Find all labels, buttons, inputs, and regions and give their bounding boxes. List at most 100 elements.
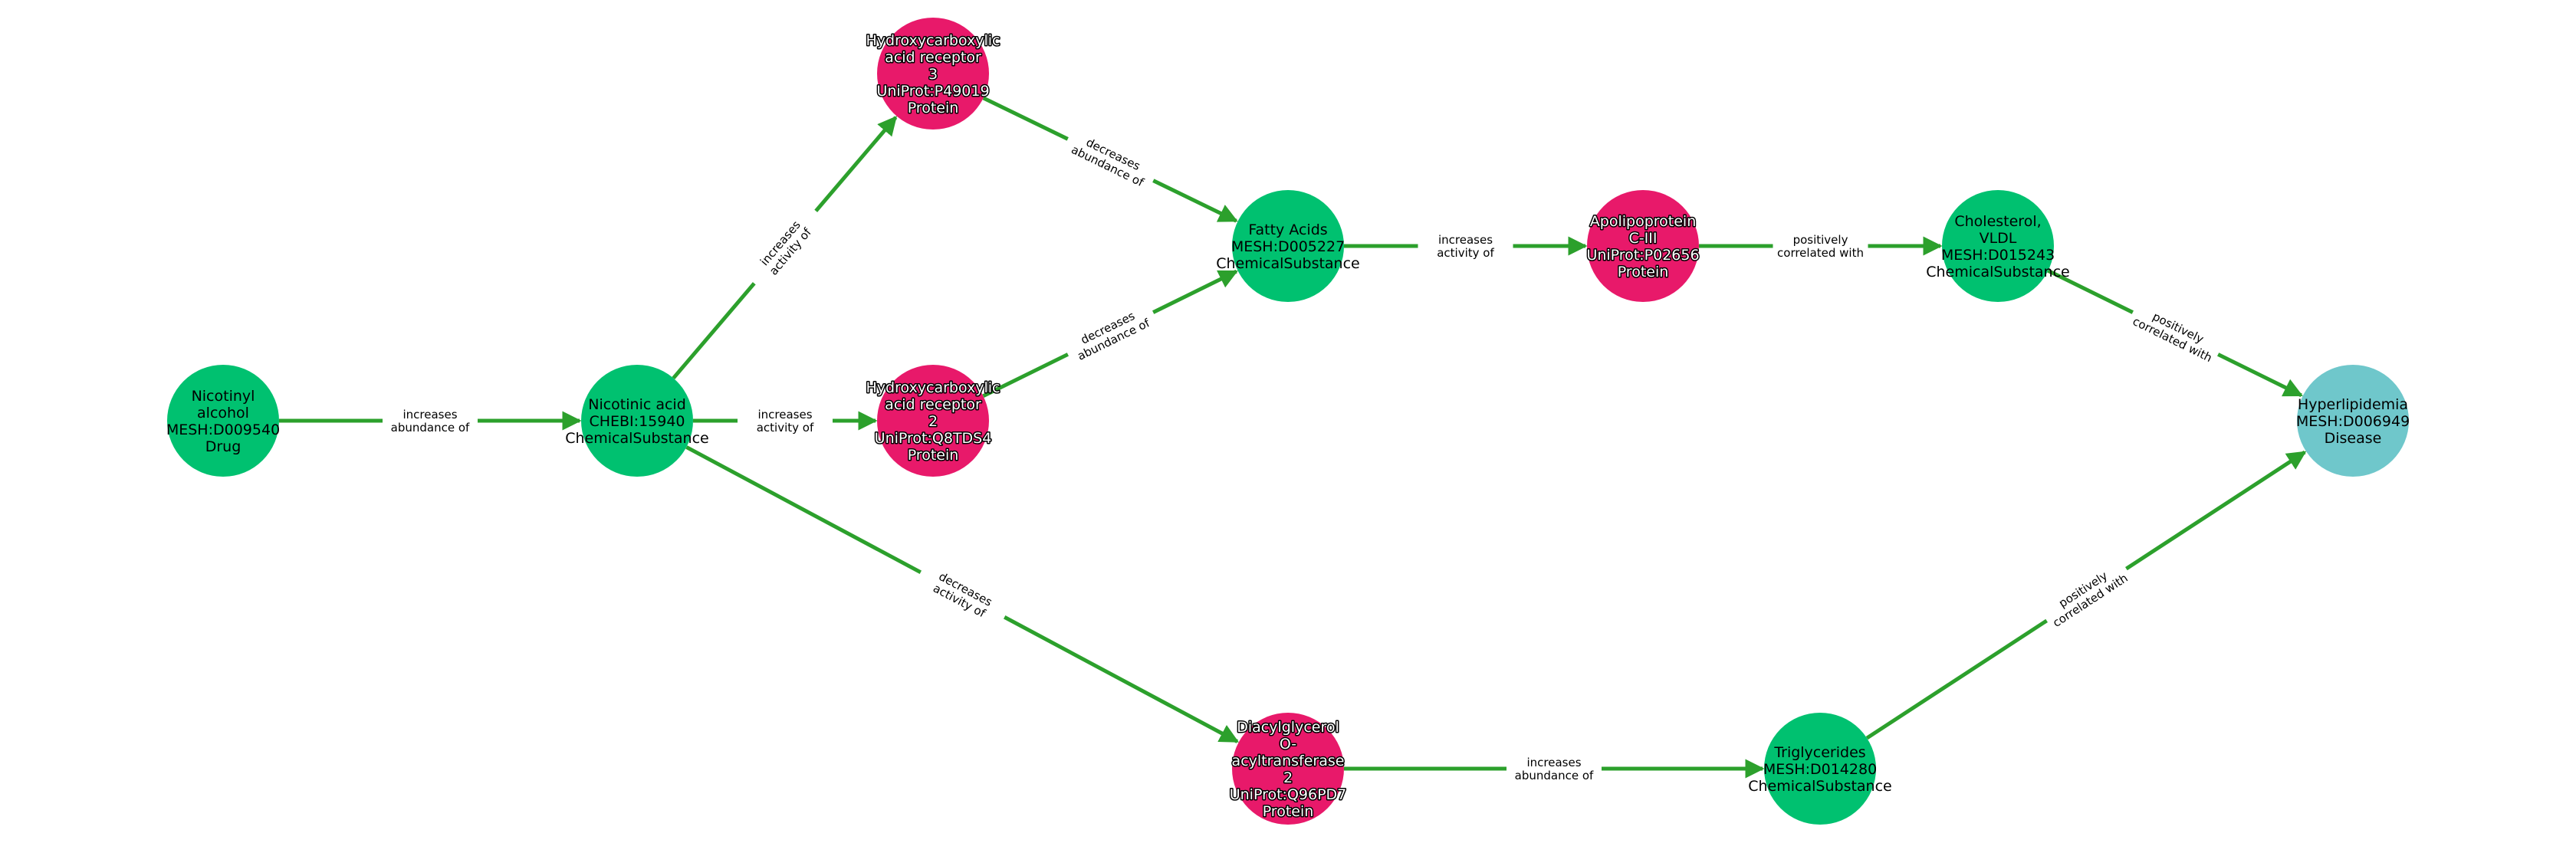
node-label-line: Protein	[1263, 803, 1314, 820]
node-circle	[2297, 365, 2409, 477]
node-circle	[1764, 713, 1876, 825]
node-label-line: UniProt:Q8TDS4	[875, 430, 992, 447]
node-label-line: 3	[928, 66, 938, 83]
edge-label-line: activity of	[757, 421, 814, 435]
node-circle	[877, 18, 989, 130]
node-circle	[167, 365, 279, 477]
node-label-line: O-	[1280, 736, 1296, 753]
node-label-line: acid receptor	[885, 49, 981, 66]
node-label-line: Drug	[205, 438, 242, 455]
node-circle	[581, 365, 693, 477]
node-label-line: UniProt:Q96PD7	[1230, 786, 1347, 803]
edge-label-background	[742, 201, 828, 294]
edge-label-background	[2038, 556, 2135, 634]
edge-label-line: activity of	[1437, 246, 1494, 260]
edge-label-background	[913, 559, 1012, 631]
edge-label-line: abundance of	[391, 421, 470, 435]
edge-label-background	[1418, 231, 1513, 261]
node-label-line: ChemicalSubstance	[1748, 778, 1892, 795]
node-nicotinic[interactable]: Nicotinic acidCHEBI:15940ChemicalSubstan…	[565, 365, 709, 477]
node-label-line: Nicotinic acid	[588, 396, 686, 413]
node-label-line: ChemicalSubstance	[1926, 264, 2070, 280]
node-label-line: Triglycerides	[1773, 744, 1865, 761]
node-label-line: Nicotinyl	[192, 388, 255, 405]
node-label-line: ChemicalSubstance	[1216, 255, 1360, 272]
edge-label-line: correlated with	[1777, 246, 1864, 260]
edge-label-background	[1060, 125, 1161, 195]
node-label-line: MESH:D006949	[2296, 413, 2410, 430]
edge-label-background	[383, 405, 478, 436]
edge-label-line: increases	[1526, 756, 1581, 769]
node-label-line: MESH:D009540	[166, 422, 280, 438]
node-label-line: VLDL	[1980, 230, 2017, 247]
node-circle	[1587, 190, 1699, 302]
node-label-line: Hyperlipidemia	[2298, 396, 2408, 413]
node-circle	[1942, 190, 2054, 302]
edge-label-line: increases	[757, 408, 812, 422]
node-label-line: acyltransferase	[1232, 753, 1345, 769]
node-label-line: Protein	[1618, 264, 1669, 280]
edge-label-background	[2126, 298, 2225, 369]
node-trig[interactable]: TriglyceridesMESH:D014280ChemicalSubstan…	[1748, 713, 1892, 825]
node-label-line: MESH:D014280	[1763, 761, 1877, 778]
edge-label-line: increases	[1438, 233, 1493, 247]
node-label-line: Cholesterol,	[1954, 213, 2041, 230]
node-vldl[interactable]: Cholesterol,VLDLMESH:D015243ChemicalSubs…	[1926, 190, 2070, 302]
node-label-line: ChemicalSubstance	[565, 430, 709, 447]
node-label-line: Protein	[908, 100, 959, 116]
node-label-line: Hydroxycarboxylic	[866, 32, 1000, 49]
node-label-line: UniProt:P02656	[1586, 247, 1699, 264]
node-label-line: acid receptor	[885, 396, 981, 413]
edge-label-background	[1773, 231, 1868, 261]
node-circle	[1232, 190, 1344, 302]
node-label-line: C-III	[1629, 230, 1658, 247]
node-label-line: Fatty Acids	[1248, 221, 1327, 238]
node-label-line: Apolipoprotein	[1590, 213, 1696, 230]
node-label-line: 2	[1283, 769, 1293, 786]
node-dgat2[interactable]: DiacylglycerolO-acyltransferase2UniProt:…	[1228, 713, 1348, 825]
node-label-line: MESH:D015243	[1941, 247, 2055, 264]
node-label-line: CHEBI:15940	[589, 413, 685, 430]
node-label-line: Hydroxycarboxylic	[866, 379, 1000, 396]
edge-label-line: increases	[402, 408, 457, 422]
node-label-line: Protein	[908, 447, 959, 464]
node-label-line: MESH:D005227	[1231, 238, 1345, 255]
edge-label-background	[738, 405, 833, 436]
edge-label-background	[1506, 753, 1602, 784]
edge-label-background	[1061, 298, 1160, 369]
node-label-line: Diacylglycerol	[1237, 719, 1339, 736]
edge-label-line: positively	[1793, 233, 1848, 247]
node-label-line: Disease	[2325, 430, 2382, 447]
node-circle	[1232, 713, 1344, 825]
node-label-line: alcohol	[197, 405, 249, 422]
node-label-line: UniProt:P49019	[876, 83, 989, 100]
